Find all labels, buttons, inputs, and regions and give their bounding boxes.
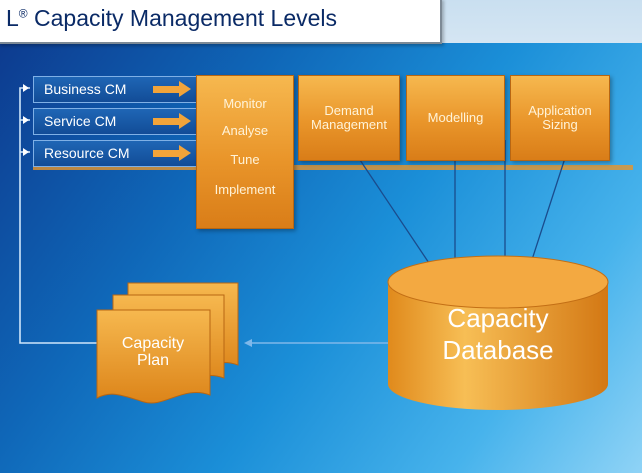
step-implement: Implement <box>214 182 276 197</box>
timeline-bar <box>33 165 633 170</box>
title-box: L® Capacity Management Levels <box>0 0 442 44</box>
bullet-icon <box>23 116 29 124</box>
capacity-database-cylinder <box>387 255 609 410</box>
capacity-plan-pages <box>96 282 239 404</box>
plan-label-line2: Plan <box>136 352 170 369</box>
sizing-label-line2: Sizing <box>542 117 578 132</box>
bullet-icon <box>23 148 29 156</box>
sizing-label-line1: Application <box>528 103 592 118</box>
step-tune: Tune <box>230 152 260 167</box>
registered-mark: ® <box>18 6 28 21</box>
modelling-label: Modelling <box>427 110 484 125</box>
demand-label-line2: Management <box>311 117 387 132</box>
db-to-plan-arrowhead <box>244 339 252 347</box>
resource-cm-row: Resource CM <box>33 140 198 167</box>
business-cm-label: Business CM <box>44 81 127 97</box>
title-prefix: L <box>6 5 19 31</box>
application-sizing-box: Application Sizing <box>510 75 610 161</box>
step-monitor: Monitor <box>223 96 267 111</box>
resource-cm-label: Resource CM <box>44 145 130 161</box>
step-analyse: Analyse <box>221 123 269 138</box>
plan-label-line1: Capacity <box>121 335 185 352</box>
database-label-line1: Capacity <box>447 303 549 333</box>
diagram-title: L® Capacity Management Levels <box>6 5 337 32</box>
service-cm-row: Service CM <box>33 108 198 135</box>
database-label-line2: Database <box>442 335 554 365</box>
right-arrow-icon <box>153 81 191 97</box>
bullet-icon <box>23 84 29 92</box>
modelling-box: Modelling <box>406 75 505 161</box>
monitor-cycle-box: Monitor Analyse Tune Implement <box>196 75 294 229</box>
to-database-arrows <box>359 140 567 273</box>
demand-management-box: Demand Management <box>298 75 400 161</box>
service-cm-label: Service CM <box>44 113 117 129</box>
business-cm-row: Business CM <box>33 76 198 103</box>
right-arrow-icon <box>153 145 191 161</box>
right-arrow-icon <box>153 113 191 129</box>
title-main: Capacity Management Levels <box>27 5 338 31</box>
demand-label-line1: Demand <box>324 103 374 118</box>
